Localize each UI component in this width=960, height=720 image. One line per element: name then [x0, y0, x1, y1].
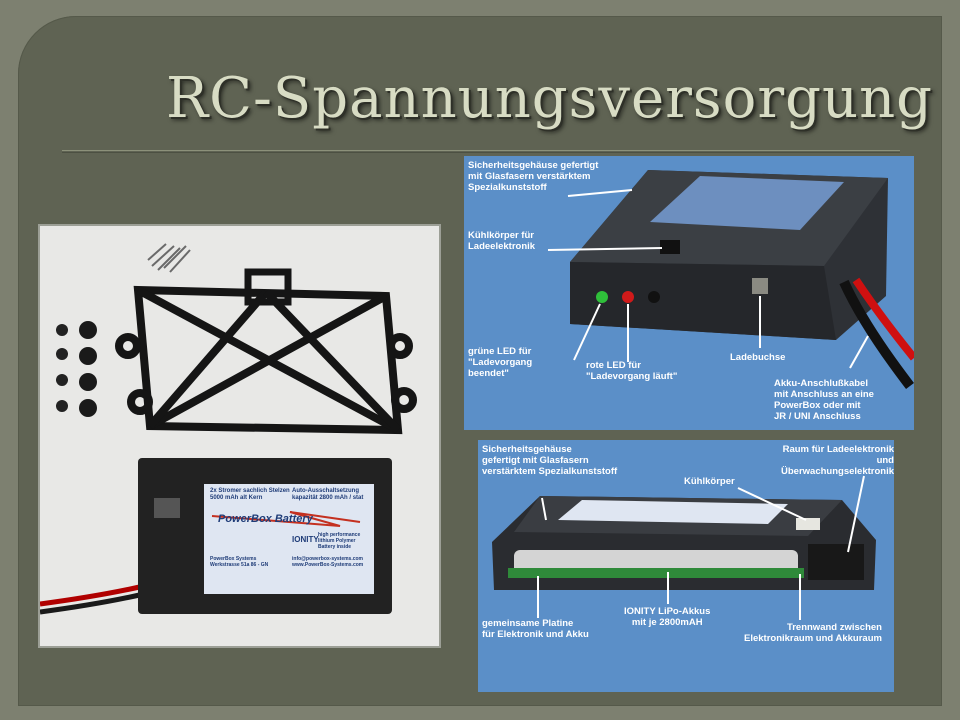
label-electronics-room: Raum für Ladeelektronik und Überwachungs…	[781, 444, 894, 477]
label-board: gemeinsame Platine für Elektronik und Ak…	[482, 618, 589, 640]
box-product: IONITY	[292, 535, 319, 544]
title-divider	[62, 150, 900, 151]
box-brand: PowerBox Battery	[218, 513, 313, 525]
label-interior-housing: Sicherheitsgehäuse gefertigt mit Glasfas…	[482, 444, 618, 477]
box-foot-right: info@powerbox-systems.com www.PowerBox-S…	[292, 556, 364, 568]
mounting-frame	[115, 285, 417, 435]
screws-group	[147, 243, 191, 273]
grommets-group	[56, 321, 97, 417]
label-socket: Ladebuchse	[730, 352, 786, 363]
photo-interior-labeled: Sicherheitsgehäuse gefertigt mit Glasfas…	[478, 440, 894, 692]
label-green-led: grüne LED für "Ladevorgang beendet"	[468, 346, 533, 379]
box-row1-right: Auto-Ausschaltsetzung kapazität 2800 mAh…	[292, 488, 364, 501]
label-housing: Sicherheitsgehäuse gefertigt mit Glasfas…	[468, 160, 599, 193]
interior-illustration	[492, 475, 876, 620]
title-divider-shadow	[62, 152, 900, 153]
box-foot-left: PowerBox Systems Werkstrasse 51a 86 - GN	[210, 556, 269, 568]
photo-parts-overview: 2x Stromer sachlich Stelzen 5000 mAh alt…	[38, 224, 441, 648]
parts-illustration	[40, 243, 417, 615]
label-partition-wall: Trennwand zwischen Elektronikraum und Ak…	[744, 622, 882, 644]
box-tagline: high performance lithium Polymer Battery…	[318, 532, 361, 550]
label-cable: Akku-Anschlußkabel mit Anschluss an eine…	[774, 378, 874, 422]
label-cells: IONITY LiPo-Akkus mit je 2800mAH	[624, 606, 711, 628]
label-red-led: rote LED für "Ladevorgang läuft"	[586, 360, 678, 382]
label-interior-heatsink: Kühlkörper	[684, 476, 735, 487]
photo-exterior-labeled: Sicherheitsgehäuse gefertigt mit Glasfas…	[464, 156, 914, 430]
box-row1-left: 2x Stromer sachlich Stelzen 5000 mAh alt…	[210, 488, 290, 501]
label-heatsink: Kühlkörper für Ladeelektronik	[468, 230, 536, 252]
exterior-illustration	[547, 170, 914, 390]
slide-title: RC-Spannungsversorgung	[166, 66, 933, 131]
